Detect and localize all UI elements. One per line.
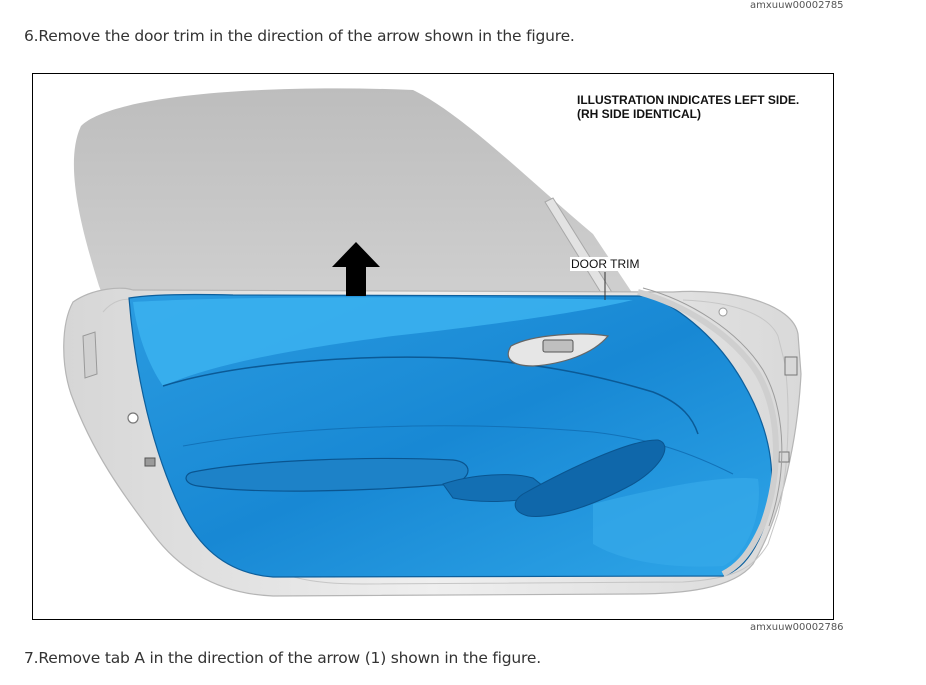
trim-upper-highlight [133, 297, 633, 386]
frame-clip [144, 457, 156, 467]
window-glass [73, 88, 633, 296]
handle-lever [542, 339, 574, 353]
step-7-text: 7.Remove tab A in the direction of the a… [24, 649, 541, 667]
hinge-side-seal-edge [642, 287, 783, 527]
lower-panel-highlight [593, 478, 759, 567]
figure-code-top: amxuuw00002785 [750, 0, 844, 11]
figure-code-bottom: amxuuw00002786 [750, 622, 844, 633]
trim-crease [162, 356, 699, 435]
hinge-bracket-top [784, 356, 798, 376]
door-pocket [514, 439, 666, 517]
trim-crease-lower [182, 425, 734, 475]
illustration-note: ILLUSTRATION INDICATES LEFT SIDE. (RH SI… [577, 93, 799, 121]
hinge-side-seal [637, 289, 779, 577]
step-6-text: 6.Remove the door trim in the direction … [24, 27, 575, 45]
note-line-1: ILLUSTRATION INDICATES LEFT SIDE. [577, 93, 800, 107]
frame-bracket [82, 331, 98, 379]
up-arrow-icon [332, 242, 380, 296]
frame-hole [718, 307, 728, 317]
door-trim-figure: ILLUSTRATION INDICATES LEFT SIDE. (RH SI… [32, 73, 834, 620]
frame-bolt [127, 412, 139, 424]
door-trim-label: DOOR TRIM [570, 257, 641, 271]
hinge-bracket-bottom [778, 451, 790, 463]
note-line-2: (RH SIDE IDENTICAL) [577, 107, 701, 121]
door-illustration [63, 88, 802, 597]
